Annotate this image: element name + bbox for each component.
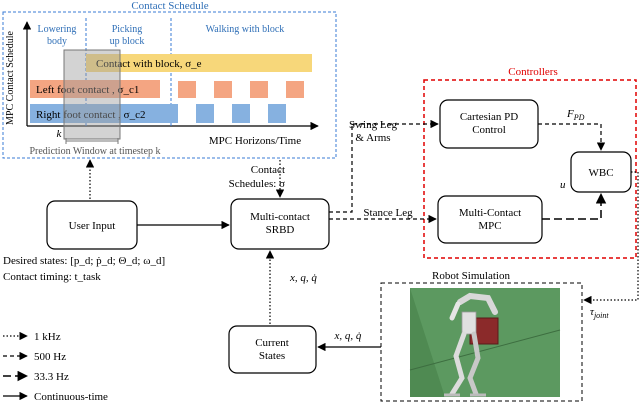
- fpd-label: FPD: [566, 108, 585, 122]
- bar-block-contact: [86, 54, 312, 72]
- legend-label-33hz: 33.3 Hz: [34, 371, 69, 383]
- bar-right-4: [232, 104, 250, 123]
- desired-states-note: Desired states: [p_d; ṗ_d; Θ_d; ω_d]: [3, 255, 165, 267]
- phase-label-walking: Walking with block: [206, 24, 285, 35]
- controllers-title: Controllers: [508, 66, 558, 78]
- user-input-label: User Input: [69, 220, 116, 232]
- bar-right-5: [268, 104, 286, 123]
- edge-srbd-cartesian: [329, 119, 439, 213]
- bar-right-3: [196, 104, 214, 123]
- robot-simulation-image: [409, 288, 561, 397]
- swing-leg-label: Swing Leg& Arms: [349, 119, 397, 144]
- prediction-window-label: Prediction Window at timestep k: [29, 146, 160, 157]
- bar-left-5: [286, 81, 304, 98]
- bar-left-label: Left foot contact , σ_c1: [36, 84, 139, 96]
- controllers-frame: [423, 79, 637, 259]
- bar-right-2: [160, 104, 178, 123]
- timestep-k-label: k: [57, 128, 63, 140]
- bar-left-1: [30, 80, 160, 98]
- legend: 1 kHz 500 Hz 33.3 Hz Continuous-time: [3, 331, 108, 403]
- svg-text:MPC Contact Schedule: MPC Contact Schedule: [5, 31, 16, 125]
- edge-fpd: [538, 123, 606, 151]
- schedule-y-axis-label: MPC Contact Schedule: [5, 31, 16, 125]
- edge-wbc-robot: [583, 171, 639, 305]
- prediction-window: [63, 49, 121, 140]
- bar-right-label: Right foot contact , σ_c2: [36, 109, 146, 121]
- robot-simulation-frame: [380, 282, 583, 402]
- bar-block-label: Contact with block, σ_e: [96, 58, 202, 70]
- legend-label-1khz: 1 kHz: [34, 331, 61, 343]
- contact-schedule-frame: [2, 11, 337, 159]
- bar-right-1: [30, 104, 160, 123]
- legend-label-500hz: 500 Hz: [34, 351, 66, 363]
- schedule-x-axis-label: MPC Horizons/Time: [209, 135, 301, 147]
- robot-simulation-title: Robot Simulation: [432, 270, 510, 282]
- legend-label-continuous: Continuous-time: [34, 391, 108, 403]
- u-label: u: [560, 179, 566, 191]
- wbc-label: WBC: [588, 167, 613, 179]
- tau-joint-label: τjoint: [590, 306, 609, 320]
- contact-timing-note: Contact timing: t_task: [3, 271, 101, 283]
- bar-left-3: [214, 81, 232, 98]
- edge-mpc-wbc: [542, 192, 607, 220]
- srbd-node: [230, 198, 330, 250]
- bar-left-2: [178, 81, 196, 98]
- state-in-label: x, q, q̇: [334, 330, 362, 342]
- current-states-node: [228, 325, 317, 374]
- stance-leg-label: Stance Leg: [363, 207, 413, 219]
- bar-left-4: [250, 81, 268, 98]
- state-up-label: x, q, q̇: [289, 272, 317, 284]
- contact-schedule-title: Contact Schedule: [131, 0, 208, 12]
